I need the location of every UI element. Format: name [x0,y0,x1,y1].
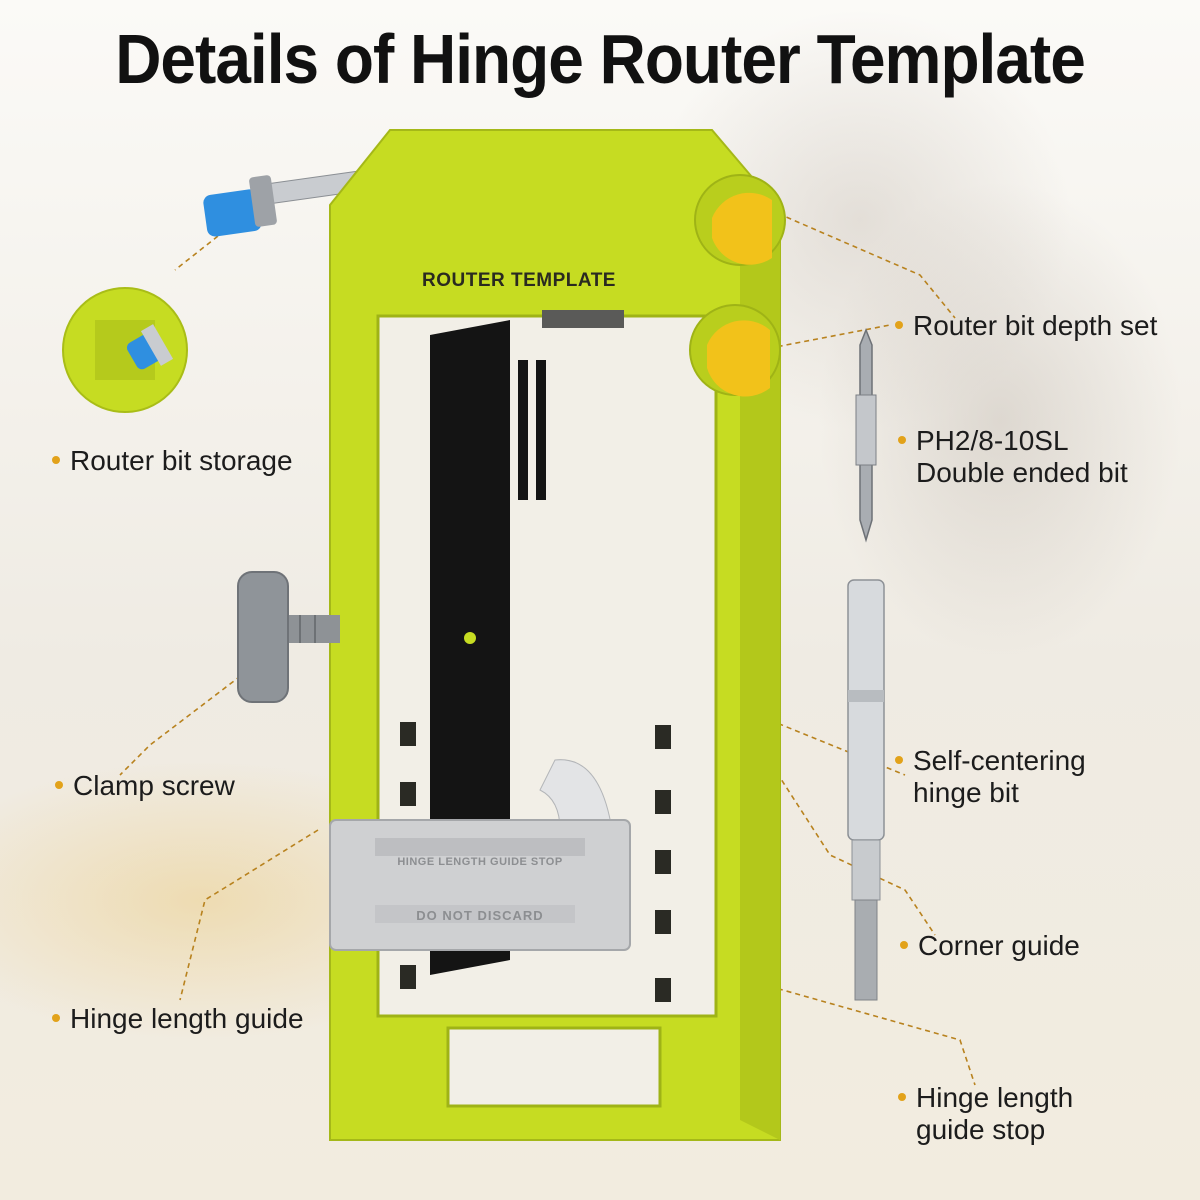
callout-router-bit-storage: Router bit storage [52,445,293,477]
guide-stop-text: HINGE LENGTH GUIDE STOP [397,856,563,868]
leader-depth-set-2 [759,324,891,351]
bullet-dot [898,1092,906,1101]
double-ended-bit-icon [855,327,877,543]
bullet-dot [55,780,63,789]
hinge-guide-stop-icon [329,759,631,951]
leader-corner [594,304,936,936]
bullet-dot [895,755,903,764]
callout-double-ended-bit: PH2/8-10SL Double ended bit [898,425,1128,489]
self-centering-bit-icon [847,579,885,1001]
callout-guide-stop: Hinge length guide stop [898,1082,1073,1146]
bullet-dot [898,435,906,444]
plate-text: ROUTER TEMPLATE [422,270,616,291]
callout-self-centering-bit: Self-centering hinge bit [895,745,1086,809]
callout-router-bit-depth-set: Router bit depth set [895,310,1157,342]
router-bit-icon [203,170,366,237]
bullet-dot [52,455,60,464]
leader-hinge-guide [179,829,319,1001]
clamp-screw-icon [237,571,340,703]
plate-label-bg [405,265,633,301]
page-title: Details of Hinge Router Template [115,20,1086,98]
bullet-dot [900,940,908,949]
leader-depth-set [769,209,956,319]
bullet-dot [52,1013,60,1022]
callout-hinge-length-guide: Hinge length guide [52,1003,304,1035]
bit-storage-closeup [62,287,188,413]
bullet-dot [895,320,903,329]
callout-clamp-screw: Clamp screw [55,770,235,802]
guide-stop-warning: DO NOT DISCARD [416,908,544,923]
leader-clamp [119,664,256,776]
callout-corner-guide: Corner guide [900,930,1080,962]
